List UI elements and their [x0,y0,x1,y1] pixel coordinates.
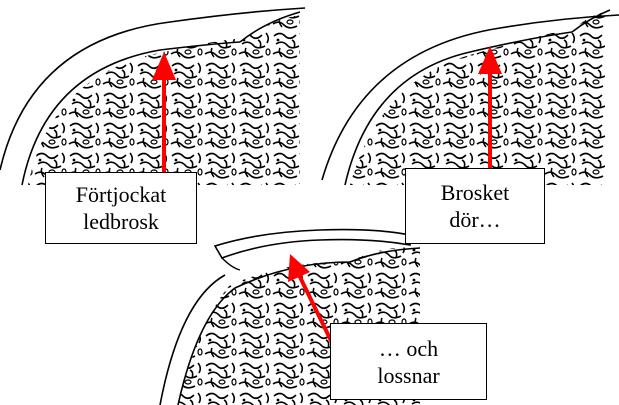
bone-cross-section-1 [0,0,305,190]
label-and-detaches: … och lossnar [330,323,487,400]
label-cartilage-dies: Brosket dör… [405,168,545,244]
bone-cross-section-2 [320,0,619,190]
label-thickened-cartilage: Förtjockat ledbrosk [45,172,197,244]
